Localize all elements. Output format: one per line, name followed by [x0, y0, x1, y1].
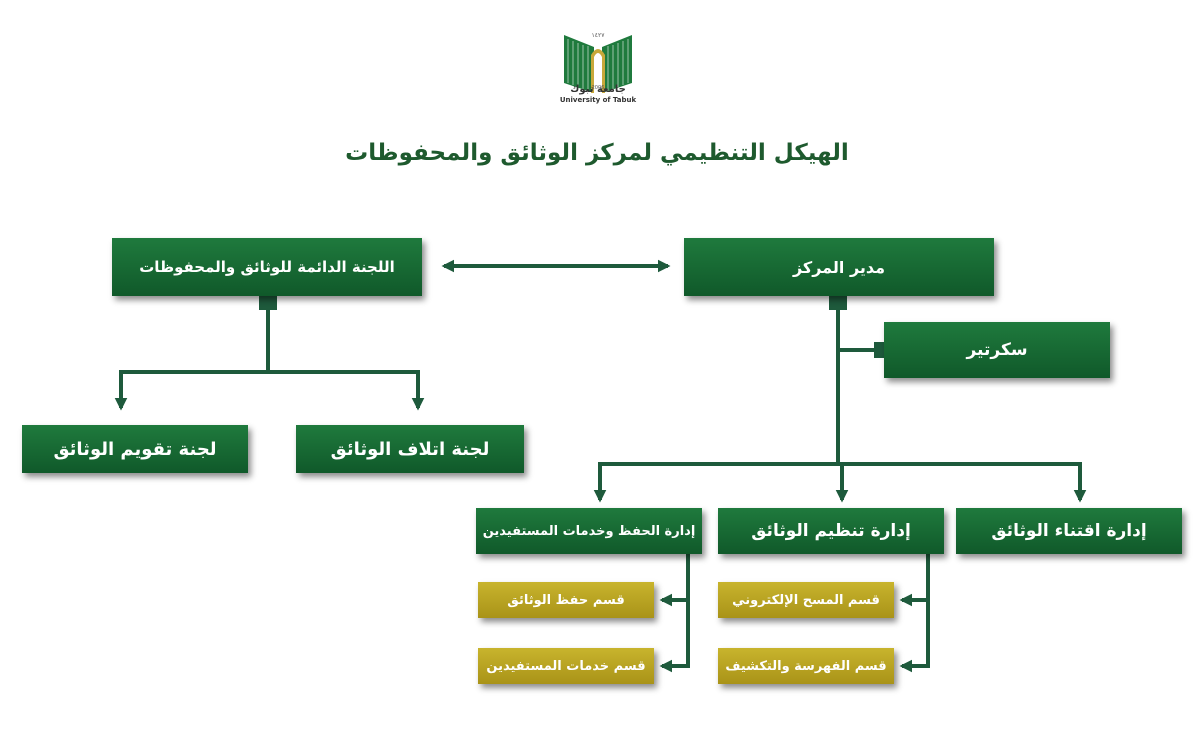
preservation-section-label: قسم حفظ الوثائق	[507, 592, 625, 608]
logo-name-arabic: جامعة تبوك	[570, 84, 626, 95]
permanent-committee-label: اللجنة الدائمة للوثائق والمحفوظات	[139, 258, 395, 276]
indexing-section-label: قسم الفهرسة والتكشيف	[725, 658, 887, 674]
beneficiary-services-section-label: قسم خدمات المستفيدين	[486, 658, 646, 674]
scanning-section-label: قسم المسح الإلكتروني	[732, 592, 880, 608]
organization-admin-box: إدارة تنظيم الوثائق	[718, 508, 944, 554]
evaluation-committee-label: لجنة تقويم الوثائق	[53, 438, 217, 460]
page-title: الهيكل التنظيمي لمركز الوثائق والمحفوظات	[345, 140, 849, 166]
permanent-committee-box: اللجنة الدائمة للوثائق والمحفوظات	[112, 238, 422, 296]
destruction-committee-box: لجنة اتلاف الوثائق	[296, 425, 524, 473]
university-logo: ١٤٢٧ 2006	[564, 32, 632, 93]
logo-hijri-year: ١٤٢٧	[592, 32, 606, 39]
logo-name-english: University of Tabuk	[559, 96, 637, 104]
preservation-section-box: قسم حفظ الوثائق	[478, 582, 654, 618]
destruction-committee-label: لجنة اتلاف الوثائق	[330, 438, 490, 460]
acquisition-admin-label: إدارة اقتناء الوثائق	[991, 521, 1147, 541]
organization-admin-label: إدارة تنظيم الوثائق	[751, 521, 911, 541]
acquisition-admin-box: إدارة اقتناء الوثائق	[956, 508, 1182, 554]
indexing-section-box: قسم الفهرسة والتكشيف	[718, 648, 894, 684]
logo-year: 2006	[592, 85, 605, 91]
center-director-box: مدير المركز	[684, 238, 994, 296]
scanning-section-box: قسم المسح الإلكتروني	[718, 582, 894, 618]
secretary-box: سكرتير	[884, 322, 1110, 378]
secretary-label: سكرتير	[966, 340, 1028, 360]
beneficiary-services-section-box: قسم خدمات المستفيدين	[478, 648, 654, 684]
preservation-admin-box: إدارة الحفظ وخدمات المستفيدين	[476, 508, 702, 554]
evaluation-committee-box: لجنة تقويم الوثائق	[22, 425, 248, 473]
center-director-label: مدير المركز	[792, 257, 886, 277]
preservation-admin-label: إدارة الحفظ وخدمات المستفيدين	[482, 523, 696, 539]
